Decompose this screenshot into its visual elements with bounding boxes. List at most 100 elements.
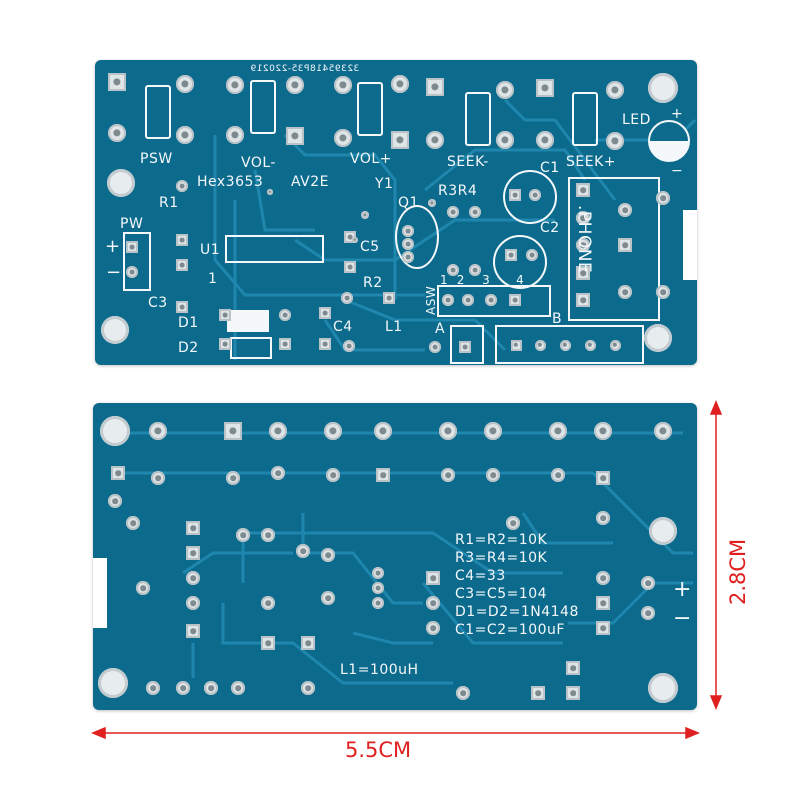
height-dimension-label: 2.8CM xyxy=(726,538,750,605)
label-pw-minus: − xyxy=(106,262,122,283)
arrow-head-icon xyxy=(709,400,723,415)
solder-pad xyxy=(618,203,632,217)
label-pw-plus: + xyxy=(105,236,121,257)
solder-pad xyxy=(509,294,521,306)
solder-pad xyxy=(496,131,514,149)
solder-pad xyxy=(510,339,522,351)
solder-pad xyxy=(441,468,455,482)
solder-pad xyxy=(469,264,481,276)
solder-pad xyxy=(319,307,331,319)
solder-pad xyxy=(469,206,481,218)
solder-pad xyxy=(151,471,165,485)
label-led-minus: − xyxy=(671,163,684,179)
label-av2e: AV2E xyxy=(291,174,330,190)
label-y1: Y1 xyxy=(375,176,394,192)
solder-pad xyxy=(186,546,200,560)
solder-pad xyxy=(376,468,390,482)
label-l1-value: L1=100uH xyxy=(340,662,419,678)
switch-outline xyxy=(250,80,276,134)
solder-pad xyxy=(219,338,231,350)
solder-pad xyxy=(176,75,194,93)
solder-pad xyxy=(108,124,126,142)
solder-pad xyxy=(136,581,150,595)
solder-pad xyxy=(176,180,188,192)
solder-pad xyxy=(459,341,471,353)
led-outline xyxy=(648,120,690,162)
solder-pad xyxy=(186,596,200,610)
board-notch xyxy=(93,558,107,628)
solder-pad xyxy=(576,211,590,225)
solder-pad xyxy=(279,309,291,321)
switch-outline xyxy=(357,82,383,136)
mounting-hole xyxy=(648,673,678,703)
bom-item: D1=D2=1N4148 xyxy=(455,604,579,620)
solder-pad xyxy=(319,338,331,350)
mounting-hole xyxy=(100,416,130,446)
solder-pad xyxy=(596,471,610,485)
label-hex3653: Hex3653 xyxy=(197,174,264,190)
solder-pad xyxy=(236,528,250,542)
solder-pad xyxy=(447,264,459,276)
solder-pad xyxy=(321,548,335,562)
solder-pad xyxy=(656,285,670,299)
solder-pad xyxy=(176,234,188,246)
solder-pad xyxy=(231,681,245,695)
solder-pad xyxy=(108,73,126,91)
solder-pad xyxy=(576,183,590,197)
solder-pad xyxy=(531,686,545,700)
solder-pad xyxy=(618,285,632,299)
solder-pad xyxy=(609,339,621,351)
solder-pad xyxy=(484,422,502,440)
solder-pad xyxy=(576,266,590,280)
label-minus: − xyxy=(673,606,692,631)
board-notch xyxy=(683,210,697,280)
solder-pad xyxy=(267,189,273,195)
solder-pad xyxy=(566,661,580,675)
solder-pad xyxy=(372,597,384,609)
label-c5: C5 xyxy=(360,239,380,255)
phone-jack-outline xyxy=(568,177,660,321)
label-u1: U1 xyxy=(200,242,221,258)
solder-pad xyxy=(261,596,275,610)
solder-pad xyxy=(269,422,287,440)
solder-pad xyxy=(506,516,520,530)
solder-pad xyxy=(551,468,565,482)
header-b-outline xyxy=(495,325,644,364)
solder-pad xyxy=(296,544,310,558)
solder-pad xyxy=(149,422,167,440)
solder-pad xyxy=(219,309,231,321)
solder-pad xyxy=(529,189,541,201)
label-asw-pins: 1 2 3 4 xyxy=(440,273,525,287)
solder-pad xyxy=(279,338,291,350)
label-seek-minus: SEEK- xyxy=(447,154,489,170)
solder-pad xyxy=(352,237,358,243)
solder-pad xyxy=(176,301,188,313)
solder-pad xyxy=(383,292,395,304)
label-c3: C3 xyxy=(148,295,168,311)
label-pw: PW xyxy=(120,216,144,232)
solder-pad xyxy=(462,294,474,306)
solder-pad xyxy=(186,521,200,535)
solder-pad xyxy=(176,126,194,144)
solder-pad xyxy=(534,339,546,351)
arrow-head-icon xyxy=(709,695,723,710)
capacitor-c2-outline xyxy=(493,235,547,289)
solder-pad xyxy=(402,225,414,237)
label-r2: R2 xyxy=(363,275,383,291)
solder-pad xyxy=(576,293,590,307)
solder-pad xyxy=(402,251,414,263)
label-vol-plus: VOL+ xyxy=(350,151,392,167)
label-c1: C1 xyxy=(540,160,560,176)
solder-pad xyxy=(261,528,275,542)
label-led-plus: + xyxy=(671,106,684,122)
solder-pad xyxy=(456,686,470,700)
solder-pad xyxy=(261,636,275,650)
switch-outline xyxy=(145,85,171,139)
label-l1: L1 xyxy=(385,319,403,335)
bom-item: C3=C5=104 xyxy=(455,586,548,602)
solder-pad xyxy=(226,126,244,144)
power-header-outline xyxy=(123,232,151,291)
label-q1: Q1 xyxy=(398,195,419,211)
asw-header-outline xyxy=(437,285,551,317)
